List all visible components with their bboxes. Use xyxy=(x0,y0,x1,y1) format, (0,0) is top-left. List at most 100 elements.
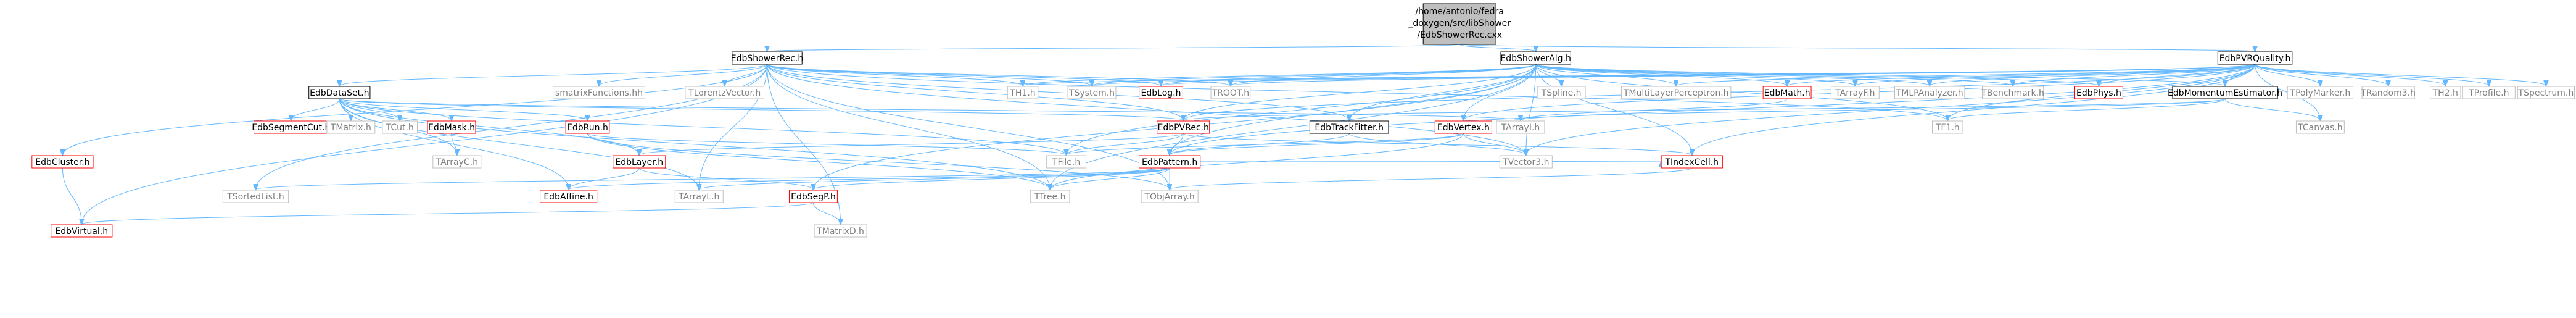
root-title-line-3: /EdbShowerRec.cxx xyxy=(1417,30,1502,40)
edge-EdbMomentumEstimator_h-to-EdbPVRec_h xyxy=(1183,98,2226,120)
node-tcut-h: TCut.h xyxy=(382,120,418,134)
node-label: EdbMath.h xyxy=(1764,88,1810,98)
node-box xyxy=(2287,86,2354,99)
node-edbpvrec-h[interactable]: EdbPVRec.h xyxy=(1157,120,1210,134)
node-box xyxy=(2295,120,2345,134)
edge-root-to-EdbShowerRec_h xyxy=(767,44,1460,51)
edge-EdbLayer_h-to-EdbAffine_h xyxy=(569,167,640,190)
node-label: EdbMask.h xyxy=(428,123,475,133)
edge-EdbDataSet_h-to-TFile_h xyxy=(339,98,1066,155)
node-tbenchmark-h: TBenchmark.h xyxy=(1981,86,2044,99)
node-edbmask-h[interactable]: EdbMask.h xyxy=(427,120,476,134)
node-tmatrix-h: TMatrix.h xyxy=(326,120,376,134)
edge-EdbShowerAlg_h-to-TH1_h xyxy=(1023,64,1537,86)
edge-EdbPVRQuality_h-to-TBenchmark_h xyxy=(2013,64,2256,86)
node-box xyxy=(1007,86,1039,99)
edge-EdbPVRQuality_h-to-TH1_h xyxy=(1023,64,2256,86)
node-edbmomentumestimator-h[interactable]: EdbMomentumEstimator.h xyxy=(2168,86,2282,99)
node-edbrun-h[interactable]: EdbRun.h xyxy=(565,120,610,134)
node-box xyxy=(2462,86,2516,99)
edge-EdbRun_h-to-TFile_h xyxy=(587,133,1066,155)
edge-EdbVertex_h-to-TFile_h xyxy=(1067,133,1464,155)
edge-EdbShowerRec_h-to-TH1_h xyxy=(767,64,1023,86)
edge-EdbShowerRec_h-to-TSystem_h xyxy=(767,64,1092,86)
node-edblog-h[interactable]: EdbLog.h xyxy=(1139,86,1183,99)
node-tspline-h: TSpline.h xyxy=(1537,86,1586,99)
dependency-edges xyxy=(62,44,2546,224)
node-box xyxy=(1500,51,1571,65)
node-tindexcell-h[interactable]: TIndexCell.h xyxy=(1661,155,1723,169)
node-edbshoweralg-h[interactable]: EdbShowerAlg.h xyxy=(1500,51,1571,65)
node-box xyxy=(1982,86,2044,99)
edge-EdbCluster_h-to-EdbVirtual_h xyxy=(62,167,81,224)
node-label: TArrayF.h xyxy=(1835,88,1875,98)
node-label: TArrayL.h xyxy=(678,192,719,202)
edge-EdbShowerRec_h-to-TArrayL_h xyxy=(699,64,768,190)
node-edbvertex-h[interactable]: EdbVertex.h xyxy=(1434,120,1492,134)
node-box xyxy=(1762,86,1812,99)
node-edbsegp-h[interactable]: EdbSegP.h xyxy=(789,190,838,203)
node-label: TRandom3.h xyxy=(2360,88,2416,98)
node-label: TSpline.h xyxy=(1541,88,1582,98)
edge-EdbShowerAlg_h-to-EdbTrackFitter_h xyxy=(1349,64,1537,120)
node-label: TH1.h xyxy=(1009,88,1035,98)
node-box xyxy=(1894,86,1965,99)
node-troot-h: TROOT.h xyxy=(1210,86,1251,99)
edge-EdbSegP_h-to-TMatrixD_h xyxy=(812,202,840,224)
node-box xyxy=(1309,120,1389,134)
edge-EdbPVRQuality_h-to-TSpectrum_h xyxy=(2255,64,2546,86)
node-label: TPolyMarker.h xyxy=(2290,88,2351,98)
node-edbdataset-h[interactable]: EdbDataSet.h xyxy=(308,86,371,99)
node-box xyxy=(1496,120,1545,134)
node-label: TSortedList.h xyxy=(226,192,284,202)
edge-EdbShowerRec_h-to-TObjArray_h xyxy=(767,64,1170,190)
node-tf1-h: TF1.h xyxy=(1932,120,1963,134)
node-box xyxy=(1537,86,1586,99)
edge-EdbShowerRec_h-to-TVector3_h xyxy=(767,64,1526,155)
node-label: TSpectrum.h xyxy=(2518,88,2574,98)
node-edbpvrquality-h[interactable]: EdbPVRQuality.h xyxy=(2217,51,2293,65)
node-edbcluster-h[interactable]: EdbCluster.h xyxy=(31,155,94,169)
node-tarrayi-h: TArrayI.h xyxy=(1496,120,1545,134)
node-label: TMLPAnalyzer.h xyxy=(1896,88,1963,98)
node-box xyxy=(2217,51,2293,65)
node-box xyxy=(2361,86,2415,99)
node-edbpattern-h[interactable]: EdbPattern.h xyxy=(1139,155,1201,169)
node-edbmath-h[interactable]: EdbMath.h xyxy=(1762,86,1812,99)
node-box xyxy=(1210,86,1251,99)
node-box xyxy=(613,155,666,169)
node-box xyxy=(1830,86,1880,99)
dependency-nodes: EdbShowerRec.h EdbShowerAlg.h EdbPVRQualit… xyxy=(31,51,2575,238)
edge-EdbRun_h-to-TObjArray_h xyxy=(587,133,1170,190)
node-label: EdbPVRQuality.h xyxy=(2219,54,2291,64)
edge-TIndexCell_h-to-TObjArray_h xyxy=(1170,167,1693,190)
node-box xyxy=(814,224,867,238)
node-box xyxy=(382,120,418,134)
node-label: TCut.h xyxy=(386,123,414,133)
node-edblayer-h[interactable]: EdbLayer.h xyxy=(613,155,666,169)
node-label: EdbRun.h xyxy=(567,123,608,133)
node-edbsegmentcut-h[interactable]: EdbSegmentCut.h xyxy=(252,120,330,134)
node-tobjarray-h: TObjArray.h xyxy=(1141,190,1199,203)
node-box xyxy=(31,155,94,169)
node-box xyxy=(1141,190,1199,203)
node-edbphys-h[interactable]: EdbPhys.h xyxy=(2074,86,2123,99)
node-edbshowerrec-h[interactable]: EdbShowerRec.h xyxy=(731,51,804,65)
node-label: TBenchmark.h xyxy=(1981,88,2044,98)
edge-EdbMomentumEstimator_h-to-TArrayI_h xyxy=(1521,98,2226,120)
node-edbaffine-h[interactable]: EdbAffine.h xyxy=(540,190,598,203)
node-th1-h: TH1.h xyxy=(1007,86,1039,99)
edge-EdbPattern_h-to-EdbSegP_h xyxy=(813,167,1170,190)
edge-EdbShowerAlg_h-to-TF1_h xyxy=(1535,64,1948,120)
edge-EdbShowerRec_h-to-smatrixFunctions_hh xyxy=(599,64,768,86)
edge-EdbDataSet_h-to-TArrayL_h xyxy=(339,98,699,190)
node-edbvirtual-h[interactable]: EdbVirtual.h xyxy=(51,224,113,238)
node-label: TArrayI.h xyxy=(1501,123,1540,133)
edge-EdbPattern_h-to-TSortedList_h xyxy=(256,167,1170,190)
node-label: TLorentzVector.h xyxy=(688,88,761,98)
node-edbtrackfitter-h[interactable]: EdbTrackFitter.h xyxy=(1309,120,1389,134)
edge-EdbPVRQuality_h-to-TPolyMarker_h xyxy=(2255,64,2321,86)
edge-EdbDataSet_h-to-EdbSegmentCut_h xyxy=(291,98,340,120)
node-label: EdbPVRec.h xyxy=(1157,123,1208,133)
